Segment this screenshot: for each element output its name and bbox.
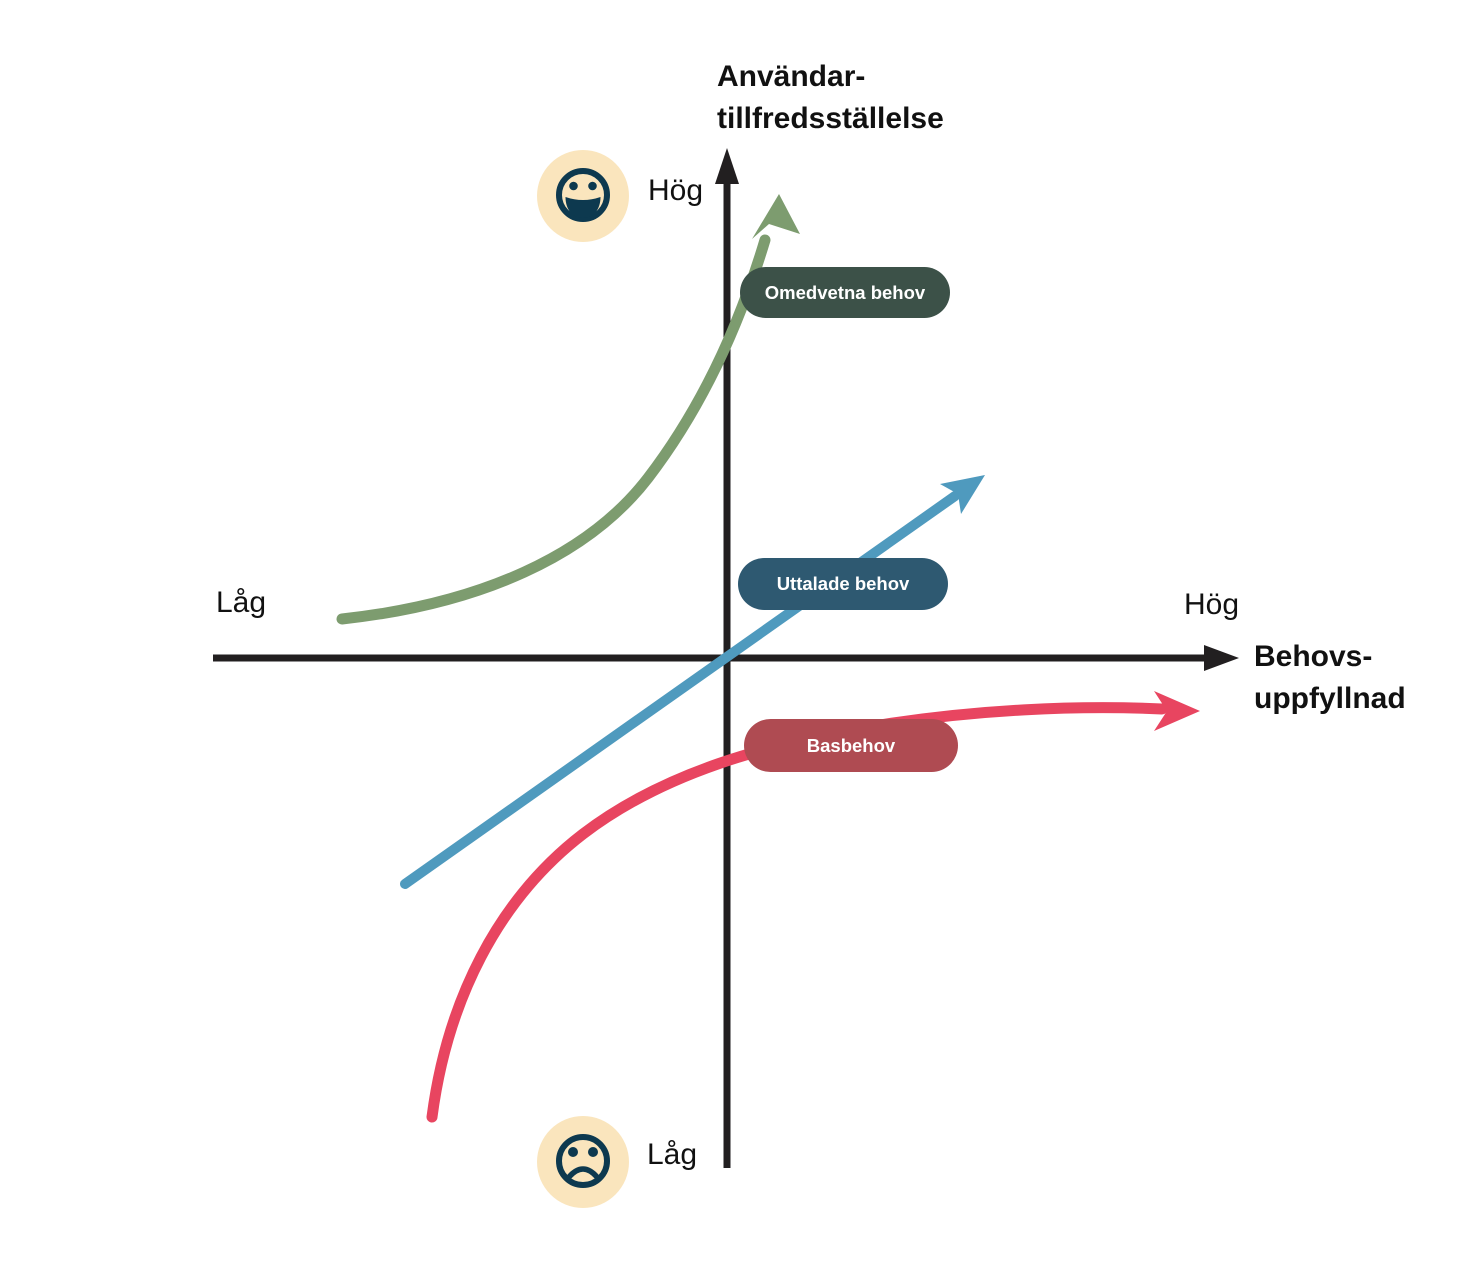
- x-axis-low-label: Låg: [216, 586, 267, 619]
- stated-needs-pill: Uttalade behov: [738, 558, 948, 610]
- happy-face-left-eye: [569, 181, 578, 191]
- sad-face-icon: [537, 1116, 629, 1208]
- basic-needs-pill-label: Basbehov: [806, 734, 896, 756]
- x-axis-title: Behovs- uppfyllnad: [1254, 636, 1406, 720]
- y-axis-title-line1: Användar-: [717, 60, 866, 93]
- unconscious-needs-curve: [336, 234, 771, 625]
- happy-face-right-eye: [588, 181, 597, 191]
- basic-needs-curve: [426, 702, 1168, 1123]
- y-axis-arrowhead-icon: [715, 148, 739, 184]
- x-axis-title-line2: uppfyllnad: [1254, 682, 1406, 715]
- unconscious-needs-pill: Omedvetna behov: [740, 267, 950, 318]
- x-axis-title-line1: Behovs-: [1254, 640, 1373, 673]
- sad-face-mouth: [566, 1166, 600, 1180]
- basic-needs-pill: Basbehov: [744, 719, 958, 772]
- y-axis-title: Användar- tillfredsställelse: [717, 56, 944, 140]
- sad-face-right-eye: [588, 1147, 598, 1157]
- happy-face-background: [537, 150, 629, 242]
- basic-needs-arrowhead-icon: [1154, 691, 1200, 731]
- y-axis-low-label: Låg: [647, 1138, 698, 1171]
- x-axis-arrowhead-icon: [1204, 645, 1239, 671]
- y-axis-high-label: Hög: [648, 174, 704, 207]
- stated-needs-arrowhead-icon: [940, 475, 985, 514]
- stated-needs-line: [400, 491, 960, 889]
- y-axis-title-line2: tillfredsställelse: [717, 102, 944, 135]
- happy-face-ring: [556, 168, 610, 222]
- sad-face-background: [537, 1116, 629, 1208]
- happy-face-icon: [537, 150, 629, 242]
- sad-face-ring: [556, 1134, 610, 1188]
- x-axis-high-label: Hög: [1184, 588, 1240, 621]
- sad-face-left-eye: [568, 1147, 578, 1157]
- unconscious-needs-pill-label: Omedvetna behov: [764, 281, 926, 303]
- stated-needs-pill-label: Uttalade behov: [776, 573, 910, 594]
- unconscious-needs-arrowhead-icon: [752, 194, 800, 239]
- happy-face-mouth: [565, 197, 601, 218]
